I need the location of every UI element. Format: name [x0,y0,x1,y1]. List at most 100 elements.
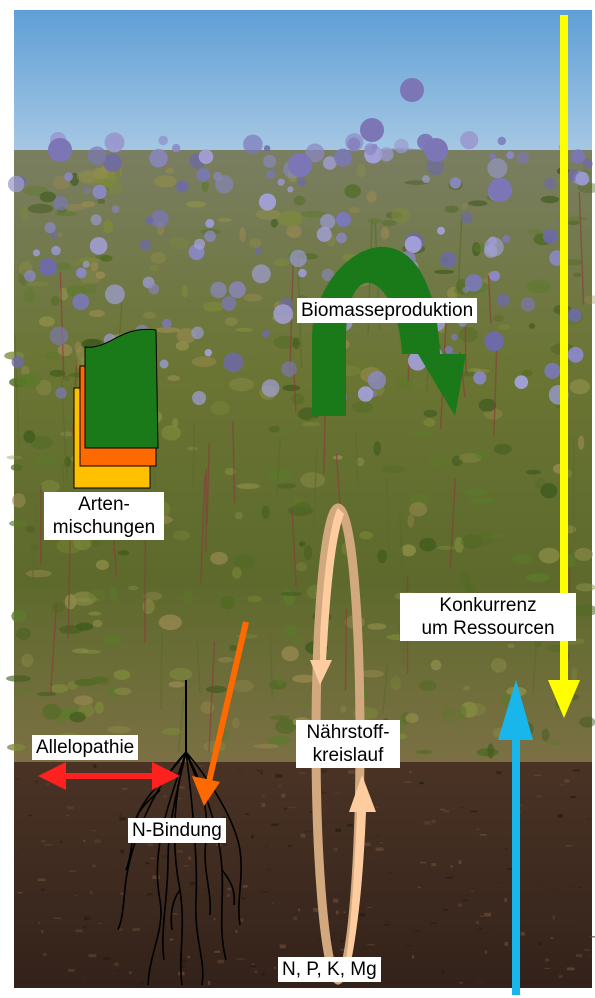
foliage-blob [291,393,304,404]
foliage-blob [247,596,261,603]
flower-head [158,136,168,146]
flower-head [568,347,584,363]
flower-head [93,185,107,199]
soil-grain [542,901,546,903]
soil-grain [83,926,86,928]
foliage-blob [118,550,129,555]
soil-grain [213,918,215,920]
foliage-blob [96,560,109,570]
foliage-blob [150,265,159,271]
soil-grain [242,897,245,899]
flower-head [162,319,172,329]
soil-grain [187,956,190,958]
foliage-blob [540,483,557,498]
foliage-blob [40,192,56,203]
soil-grain [209,876,212,878]
soil-grain [35,780,38,784]
foliage-blob [69,712,86,723]
foliage-blob [309,418,318,423]
flower-head [517,152,529,164]
soil-grain [384,924,389,926]
foliage-blob [442,708,457,722]
soil-grain [75,895,78,896]
flower-head [210,282,227,299]
soil-grain [496,771,501,774]
foliage-blob [55,263,71,270]
soil-grain [227,894,230,897]
flower-head [45,222,56,233]
soil-grain [374,862,377,864]
foliage-blob [250,238,262,248]
soil-grain [430,923,437,924]
foliage-blob [270,715,289,720]
soil [14,762,592,988]
soil-grain [298,908,300,911]
soil-grain [418,887,421,888]
foliage-blob [165,168,174,174]
flower-head [544,363,560,379]
foliage-blob [206,686,227,693]
flower-head [484,244,498,258]
foliage-blob [493,315,504,322]
foliage-blob [51,296,60,306]
flower-head [320,214,335,229]
foliage-blob [294,196,306,206]
flower-head [48,138,72,162]
foliage-blob [359,531,373,539]
soil-grain [536,795,542,797]
foliage-blob [97,199,105,204]
foliage-blob [366,191,377,202]
soil-grain [381,915,385,918]
foliage-blob [282,385,300,391]
foliage-blob [74,341,81,352]
foliage-blob [9,520,27,527]
soil-grain [275,774,282,777]
allelopathy-label: Allelopathie [32,735,138,760]
soil-grain [484,958,487,959]
species-mix-line2: mischungen [48,516,160,539]
soil-grain [188,857,191,860]
soil-grain [41,889,45,891]
soil-grain [479,928,482,930]
soil-grain [409,771,412,773]
foliage-blob [76,623,93,631]
flower-head [172,144,180,152]
flower-head [53,196,68,211]
soil-grain [348,770,356,774]
soil-grain [566,845,572,846]
foliage-blob [277,483,297,488]
foliage-blob [256,209,281,220]
foliage-blob [286,225,301,238]
soil-grain [262,972,265,976]
nutrients-label: N, P, K, Mg [278,957,381,982]
soil-grain [249,945,255,947]
foliage-blob [278,211,302,226]
foliage-blob [186,201,206,207]
soil-grain [260,773,262,774]
foliage-blob [377,550,387,563]
soil-grain [458,860,461,864]
flower-head [488,178,512,202]
soil-grain [505,898,507,902]
soil-grain [67,806,74,809]
foliage-blob [89,310,105,317]
species-mix-line1: Arten- [48,493,160,516]
soil-grain [274,967,276,969]
flower-head [259,193,276,210]
foliage-blob [368,218,382,223]
foliage-blob [367,623,386,630]
foliage-blob [356,164,366,177]
soil-grain [544,968,550,969]
foliage-blob [293,337,300,349]
soil-grain [38,922,40,924]
soil-grain [147,893,152,896]
soil-grain [122,788,127,790]
soil-grain [21,848,24,850]
soil-grain [257,769,263,772]
foliage-blob [244,294,263,302]
soil-grain [570,885,573,888]
foliage-blob [218,218,232,222]
flower-head [451,334,458,341]
foliage-blob [424,418,436,427]
soil-grain [343,911,345,913]
